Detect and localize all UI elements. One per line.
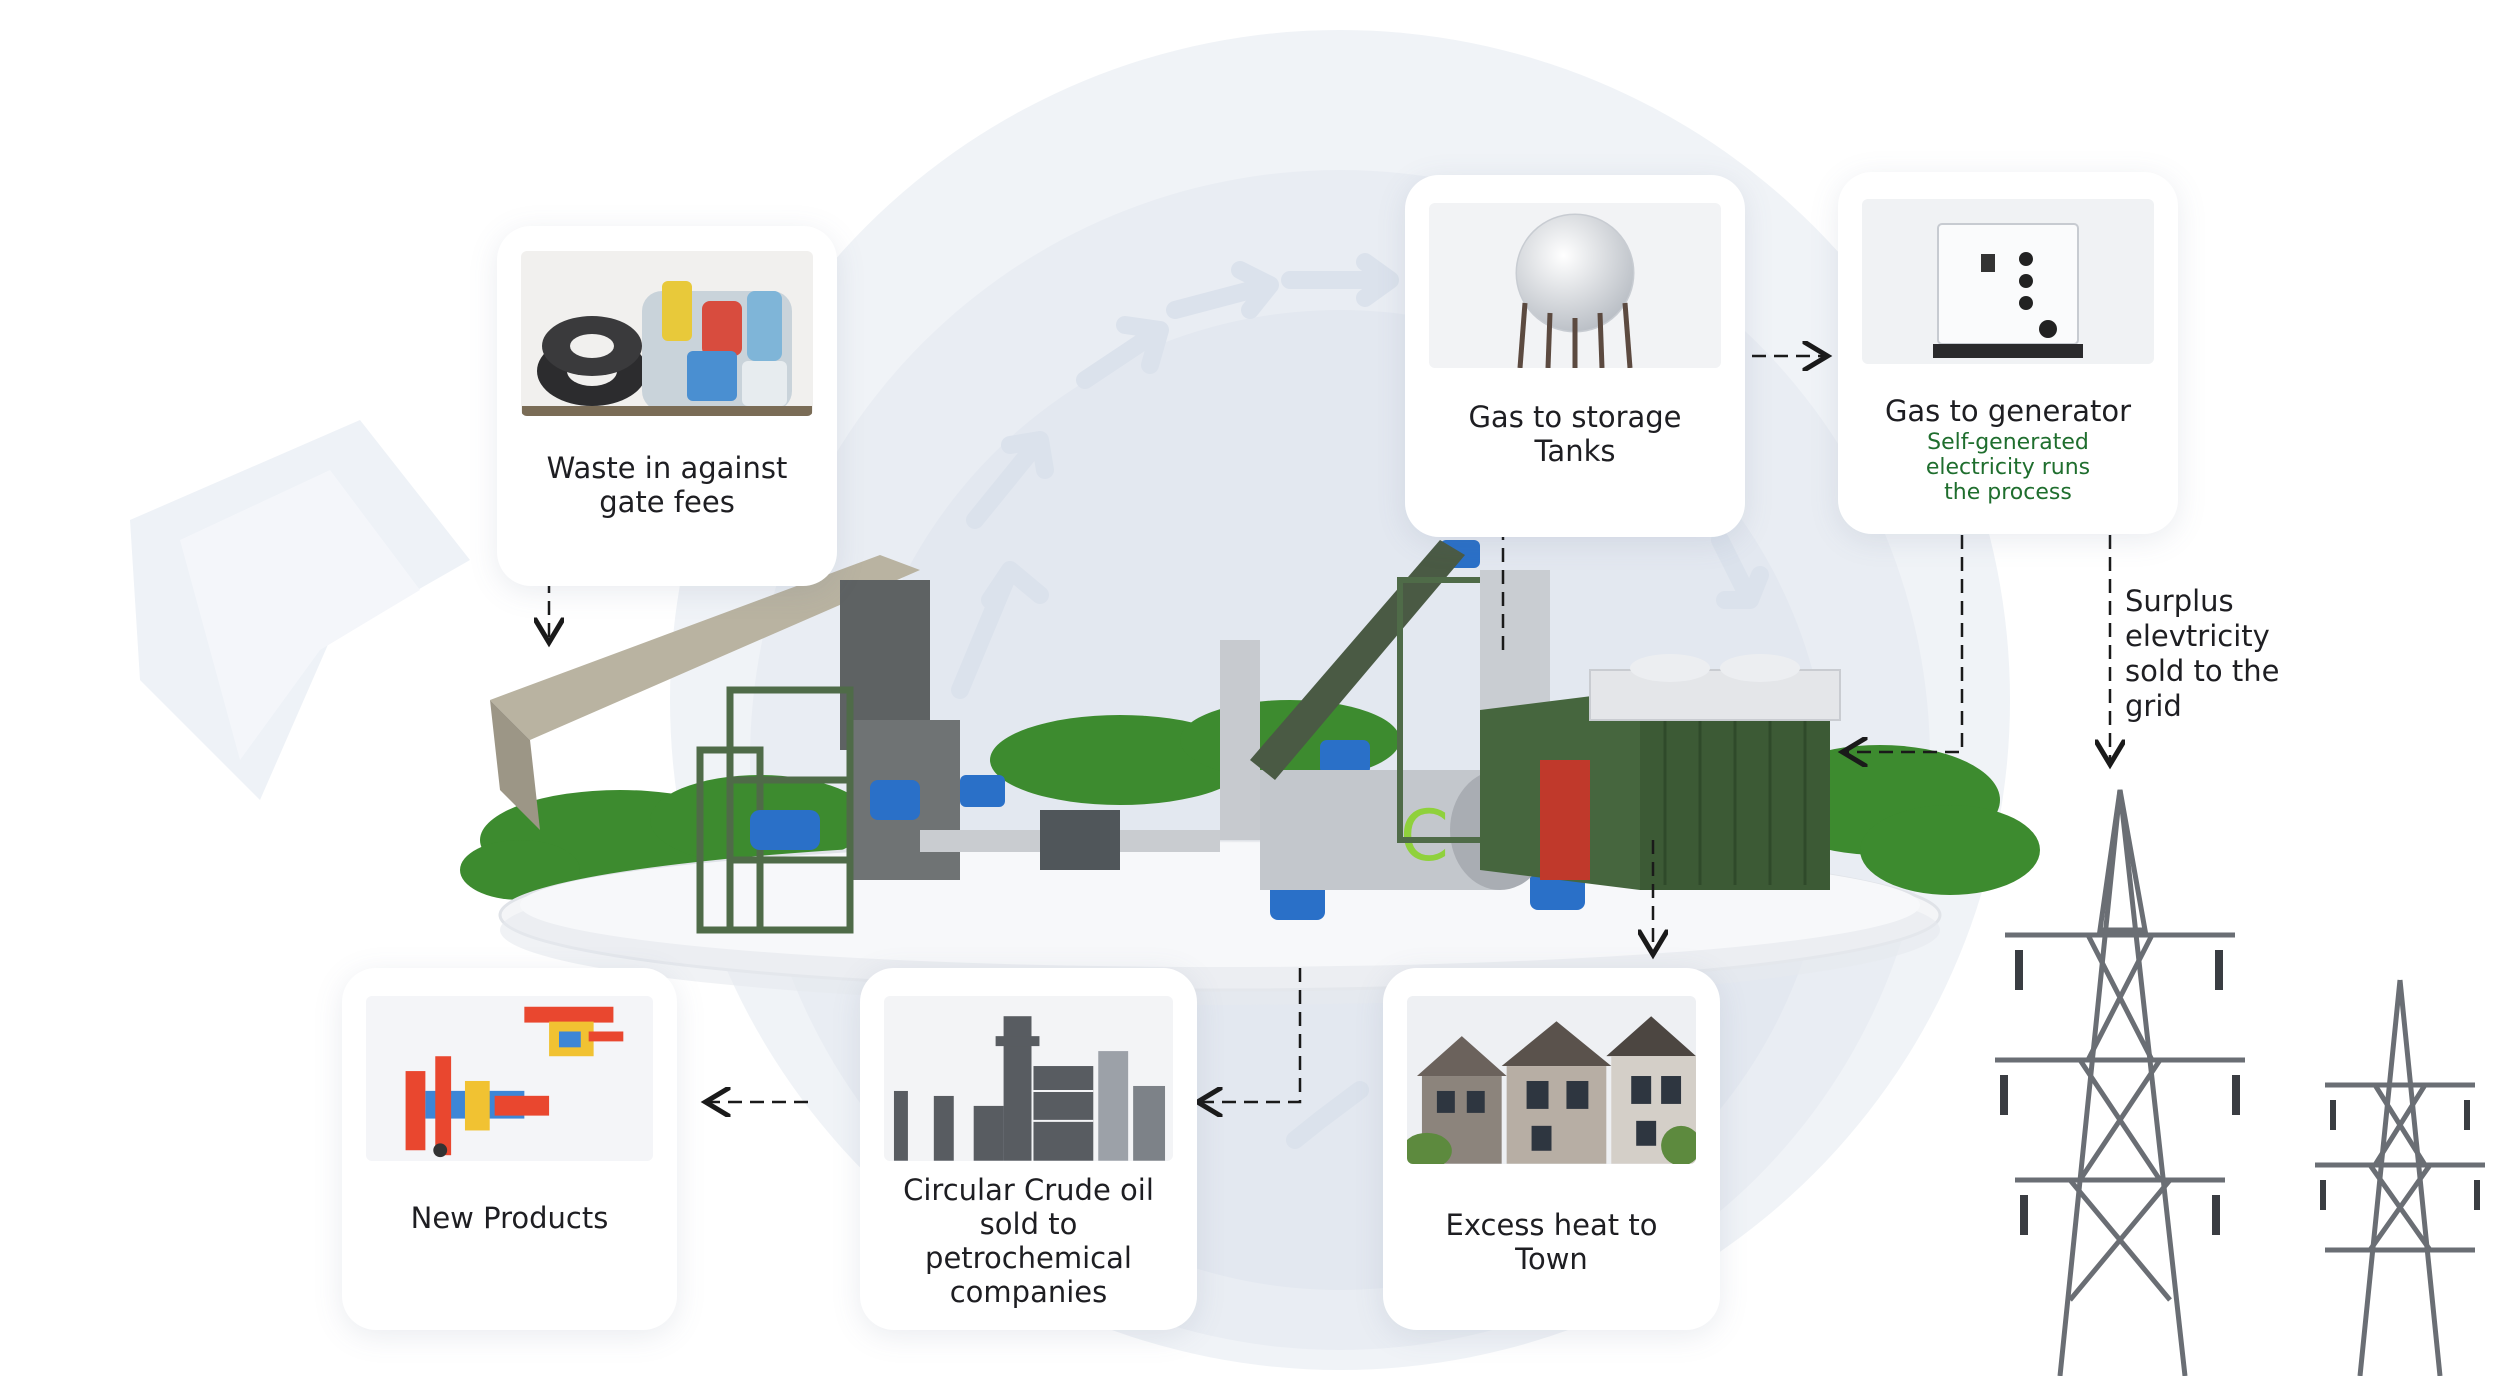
card-storage: Gas to storage Tanks bbox=[1405, 175, 1745, 537]
generator-unit-photo bbox=[1862, 199, 2154, 364]
card-heat-label: Excess heat to Town bbox=[1445, 1208, 1658, 1276]
card-generator: Gas to generator Self-generated electric… bbox=[1838, 172, 2178, 534]
tyres-and-plastic-waste-photo bbox=[521, 251, 813, 416]
toy-plane-and-helicopter-photo bbox=[366, 996, 653, 1161]
card-generator-label: Gas to generator bbox=[1884, 394, 2132, 428]
card-waste-label: Waste in against gate fees bbox=[546, 451, 788, 519]
card-crude: Circular Crude oil sold to petrochemical… bbox=[860, 968, 1197, 1330]
refinery-photo bbox=[884, 996, 1173, 1161]
generator-to-plant-arrow bbox=[1845, 535, 1964, 752]
flow-arrows bbox=[951, 253, 1769, 1149]
plant-to-crude-arrow bbox=[1200, 968, 1302, 1102]
card-waste: Waste in against gate fees bbox=[497, 226, 837, 586]
card-products-label: New Products bbox=[410, 1201, 609, 1235]
townhouses-photo bbox=[1407, 996, 1696, 1164]
spherical-gas-tank-photo bbox=[1429, 203, 1721, 368]
card-generator-subtitle: Self-generated electricity runs the proc… bbox=[1925, 430, 2091, 505]
card-products: New Products bbox=[342, 968, 677, 1330]
svg-text:C: C bbox=[1400, 795, 1449, 877]
grid-note: Surplus elevtricity sold to the grid bbox=[2125, 584, 2280, 723]
card-storage-label: Gas to storage Tanks bbox=[1468, 400, 1682, 468]
card-heat: Excess heat to Town bbox=[1383, 968, 1720, 1330]
card-crude-label: Circular Crude oil sold to petrochemical… bbox=[903, 1173, 1154, 1309]
